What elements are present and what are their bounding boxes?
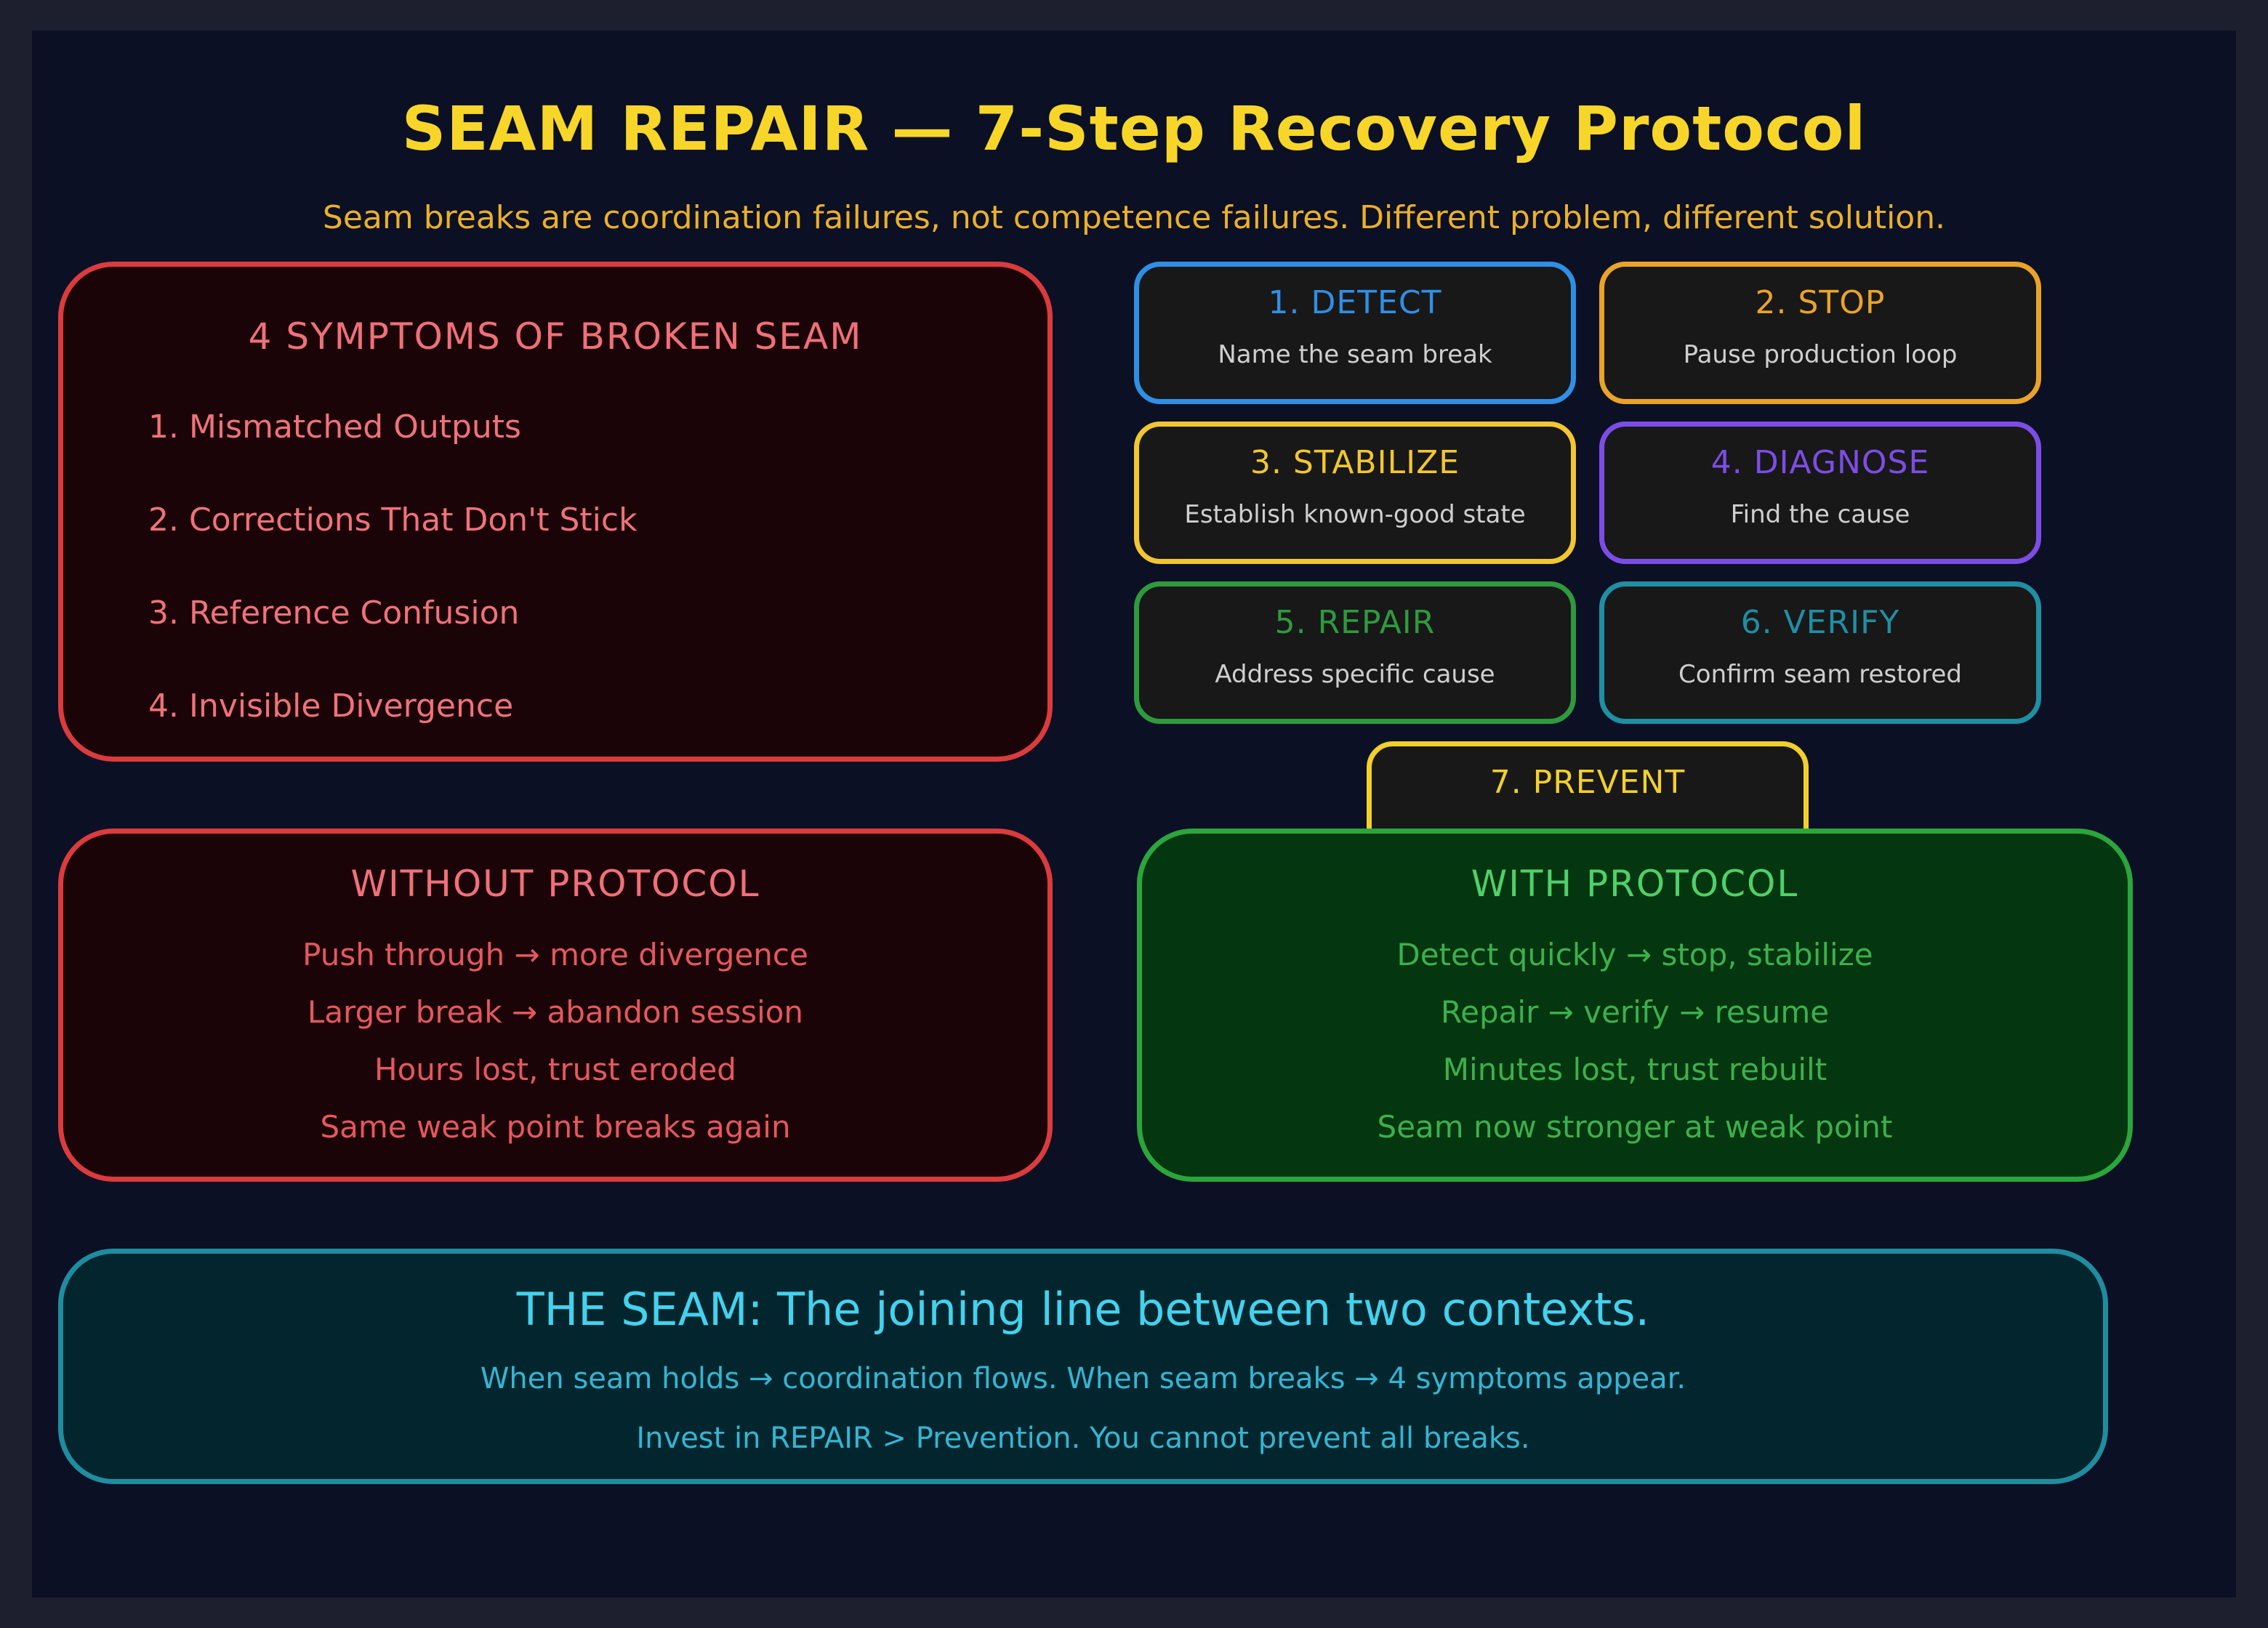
seam-line: When seam holds → coordination flows. Wh… [480,1362,1686,1395]
step-box-stabilize: 3. STABILIZE Establish known-good state [1134,422,1576,564]
diagram-canvas: SEAM REPAIR — 7-Step Recovery Protocol S… [32,31,2236,1597]
seam-title: THE SEAM: The joining line between two c… [516,1283,1650,1336]
step-title: 7. PREVENT [1489,764,1686,801]
with-protocol-title: WITH PROTOCOL [1471,863,1799,905]
step-desc: Pause production loop [1683,340,1958,369]
step-box-diagnose: 4. DIAGNOSE Find the cause [1599,422,2041,564]
step-title: 3. STABILIZE [1250,444,1460,481]
with-line: Seam now stronger at weak point [1377,1109,1893,1145]
without-line: Larger break → abandon session [307,994,804,1030]
step-title: 6. VERIFY [1740,604,1900,641]
seam-definition-panel: THE SEAM: The joining line between two c… [58,1249,2108,1484]
symptom-item: 4. Invisible Divergence [148,688,514,725]
step-box-verify: 6. VERIFY Confirm seam restored [1599,581,2041,724]
without-line: Hours lost, trust eroded [374,1052,736,1087]
step-title: 4. DIAGNOSE [1710,444,1930,481]
diagram-subtitle: Seam breaks are coordination failures, n… [322,199,1946,236]
step-desc: Find the cause [1730,500,1910,529]
without-line: Same weak point breaks again [320,1109,791,1145]
symptom-item: 1. Mismatched Outputs [148,408,521,446]
step-desc: Address specific cause [1215,660,1495,689]
with-line: Repair → verify → resume [1440,994,1830,1030]
with-line: Minutes lost, trust rebuilt [1442,1052,1827,1087]
step-title: 1. DETECT [1268,284,1442,321]
without-line: Push through → more divergence [302,937,808,972]
without-protocol-title: WITHOUT PROTOCOL [350,863,760,905]
step-box-repair: 5. REPAIR Address specific cause [1134,581,1576,724]
step-desc: Name the seam break [1218,340,1492,369]
step-title: 2. STOP [1755,284,1886,321]
seam-line: Invest in REPAIR > Prevention. You canno… [636,1422,1530,1455]
without-protocol-panel: WITHOUT PROTOCOL Push through → more div… [58,829,1053,1182]
symptom-item: 3. Reference Confusion [148,595,520,632]
step-desc: Confirm seam restored [1678,660,1962,689]
step-title: 5. REPAIR [1274,604,1436,641]
with-line: Detect quickly → stop, stabilize [1396,937,1873,972]
step-box-detect: 1. DETECT Name the seam break [1134,262,1576,404]
step-desc: Establish known-good state [1184,500,1526,529]
diagram-title: SEAM REPAIR — 7-Step Recovery Protocol [401,93,1867,164]
symptom-item: 2. Corrections That Don't Stick [148,501,638,539]
step-box-stop: 2. STOP Pause production loop [1599,262,2041,404]
symptoms-panel [58,262,1053,762]
with-protocol-panel: WITH PROTOCOL Detect quickly → stop, sta… [1137,829,2133,1182]
symptoms-title: 4 SYMPTOMS OF BROKEN SEAM [248,315,863,358]
